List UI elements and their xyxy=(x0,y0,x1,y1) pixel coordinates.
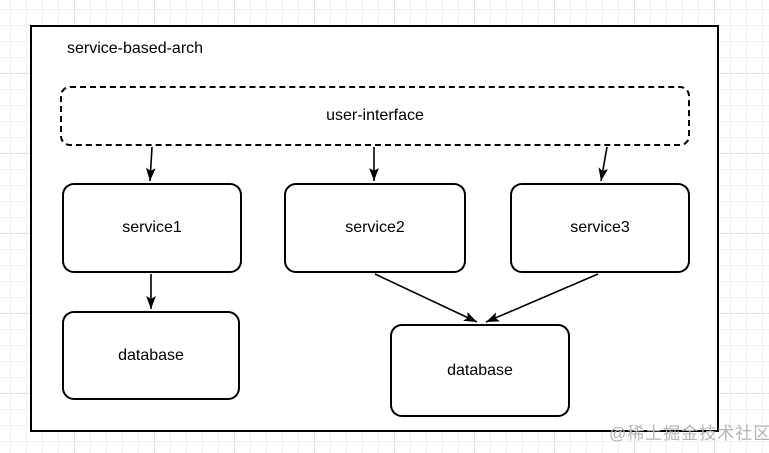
group-title: service-based-arch xyxy=(67,40,204,57)
node-database-2-label: database xyxy=(447,361,513,379)
juejin-watermark: @稀土掘金技术社区 xyxy=(609,424,769,443)
node-service3: service3 xyxy=(510,183,690,273)
node-service1-label: service1 xyxy=(122,219,182,236)
node-user-interface: user-interface xyxy=(60,86,690,146)
node-database-1: database xyxy=(62,311,240,400)
node-service1: service1 xyxy=(62,183,242,273)
node-service2-label: service2 xyxy=(345,219,405,236)
node-service2: service2 xyxy=(284,183,466,273)
node-database-1-label: database xyxy=(118,346,184,364)
node-user-interface-label: user-interface xyxy=(326,107,424,124)
node-database-2: database xyxy=(390,324,570,417)
node-service3-label: service3 xyxy=(570,219,630,236)
